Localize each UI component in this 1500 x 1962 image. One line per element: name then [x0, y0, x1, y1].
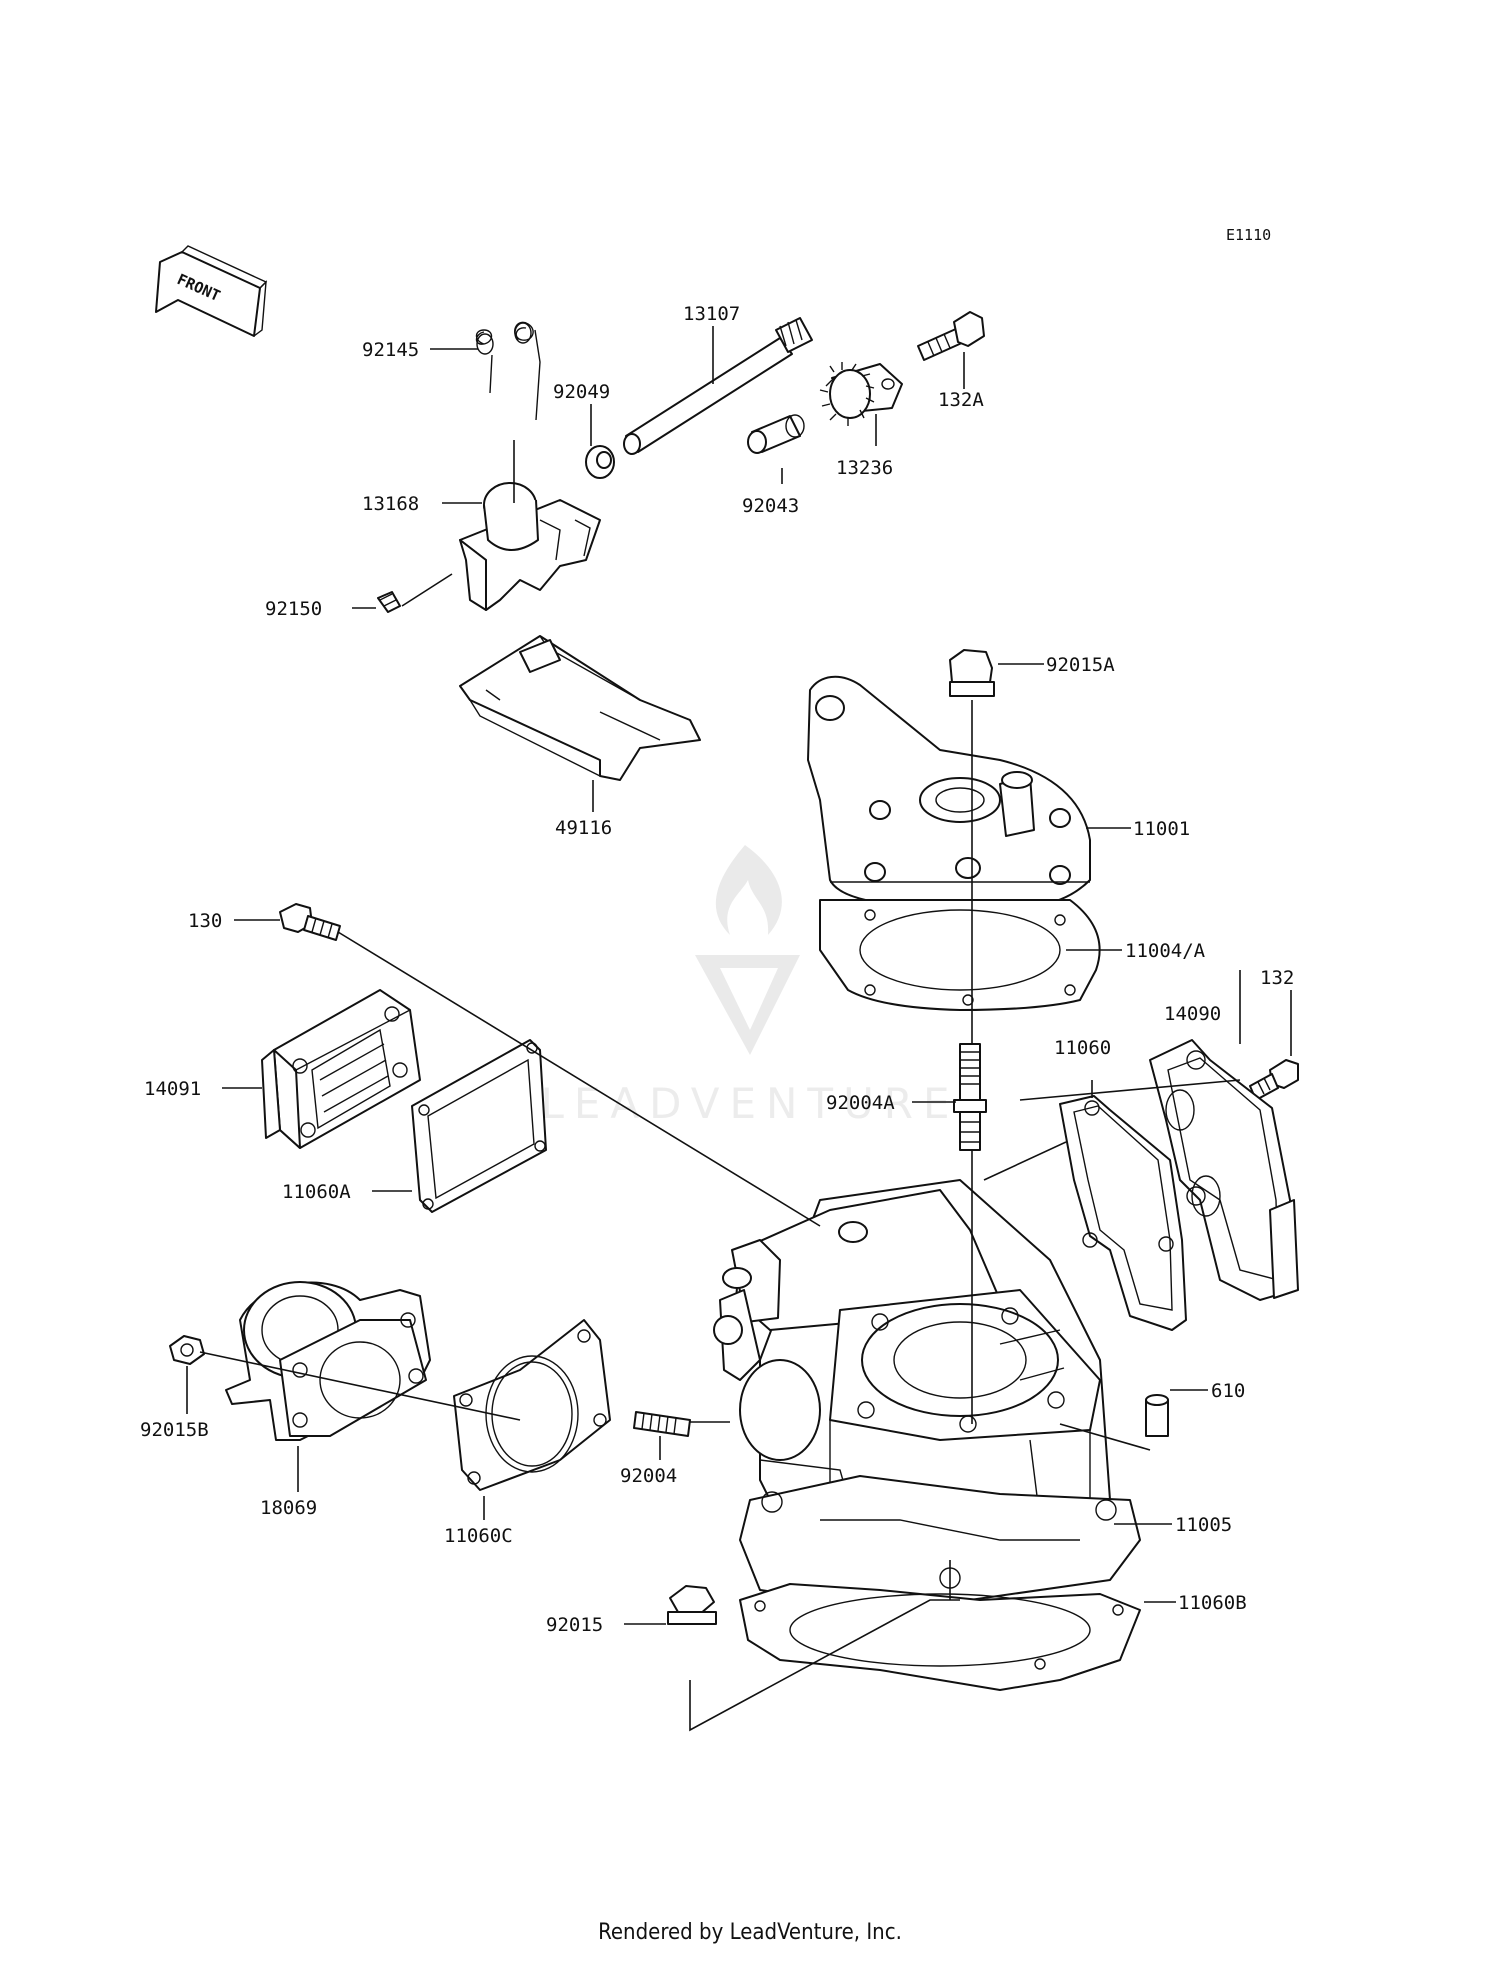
- intake-manifold-part: [225, 1281, 431, 1441]
- part-label-92004A: 92004A: [826, 1092, 895, 1114]
- diagram-code: E1110: [1226, 226, 1271, 244]
- lever-part: [459, 482, 601, 611]
- part-label-92015: 92015: [546, 1614, 603, 1636]
- part-label-130: 130: [188, 910, 222, 932]
- leader-lines: [186, 326, 1292, 1732]
- gear-part: [819, 362, 903, 426]
- bolt-130-part: [279, 903, 341, 941]
- part-label-11060B: 11060B: [1178, 1592, 1247, 1614]
- bearing-part: [585, 445, 615, 479]
- part-label-92150: 92150: [265, 598, 322, 620]
- gasket-11060a-part: [411, 1039, 547, 1213]
- part-labels: 92145 13107 92049 132A 13236 92043 13168…: [140, 303, 1294, 1636]
- part-label-610: 610: [1211, 1380, 1245, 1402]
- cap-nut-92015a-part: [949, 649, 995, 697]
- part-label-11060A: 11060A: [282, 1181, 351, 1203]
- part-label-11060: 11060: [1054, 1037, 1111, 1059]
- gasket-11060c-part: [453, 1319, 611, 1491]
- cylinder-part: [713, 1179, 1141, 1611]
- stud-92004a-part: [953, 1043, 987, 1151]
- part-label-11004A: 11004/A: [1125, 940, 1206, 962]
- collar-part: [747, 414, 805, 454]
- part-label-11005: 11005: [1175, 1514, 1232, 1536]
- screw-92150-part: [377, 591, 401, 613]
- stud-92004-part: [633, 1411, 691, 1437]
- part-label-92015B: 92015B: [140, 1419, 209, 1441]
- part-label-13107: 13107: [683, 303, 740, 325]
- part-label-49116: 49116: [555, 817, 612, 839]
- part-label-92004: 92004: [620, 1465, 677, 1487]
- water-cover-part: [1149, 1039, 1299, 1301]
- watermark-text: LEADVENTURE: [540, 1079, 959, 1128]
- part-label-132A: 132A: [938, 389, 984, 411]
- head-gasket-part: [819, 899, 1101, 1011]
- gasket-11060-part: [1059, 1095, 1187, 1331]
- spring-part: [475, 321, 541, 421]
- nut-92015b-part: [169, 1335, 205, 1365]
- flange-nut-92015-part: [667, 1585, 717, 1625]
- base-gasket-part: [739, 1583, 1141, 1691]
- part-label-92049: 92049: [553, 381, 610, 403]
- part-label-92145: 92145: [362, 339, 419, 361]
- dowel-pin-part: [1145, 1394, 1169, 1437]
- part-label-13168: 13168: [362, 493, 419, 515]
- part-label-11060C: 11060C: [444, 1525, 513, 1547]
- valve-shaft-part: [623, 317, 813, 455]
- exhaust-valve-part: [459, 635, 701, 781]
- bolt-132a-part: [917, 311, 985, 361]
- cylinder-head-part: [807, 675, 1091, 906]
- watermark-logo: LEADVENTURE: [540, 845, 959, 1128]
- part-label-92043: 92043: [742, 495, 799, 517]
- bolt-132-part: [1249, 1059, 1299, 1101]
- part-label-132: 132: [1260, 967, 1294, 989]
- part-label-92015A: 92015A: [1046, 654, 1115, 676]
- front-arrow-icon: FRONT: [155, 245, 268, 337]
- part-label-11001: 11001: [1133, 818, 1190, 840]
- footer-credit: Rendered by LeadVenture, Inc.: [598, 1920, 902, 1945]
- part-label-14091: 14091: [144, 1078, 201, 1100]
- part-label-14090: 14090: [1164, 1003, 1221, 1025]
- part-label-13236: 13236: [836, 457, 893, 479]
- part-label-18069: 18069: [260, 1497, 317, 1519]
- reed-valve-part: [261, 989, 421, 1149]
